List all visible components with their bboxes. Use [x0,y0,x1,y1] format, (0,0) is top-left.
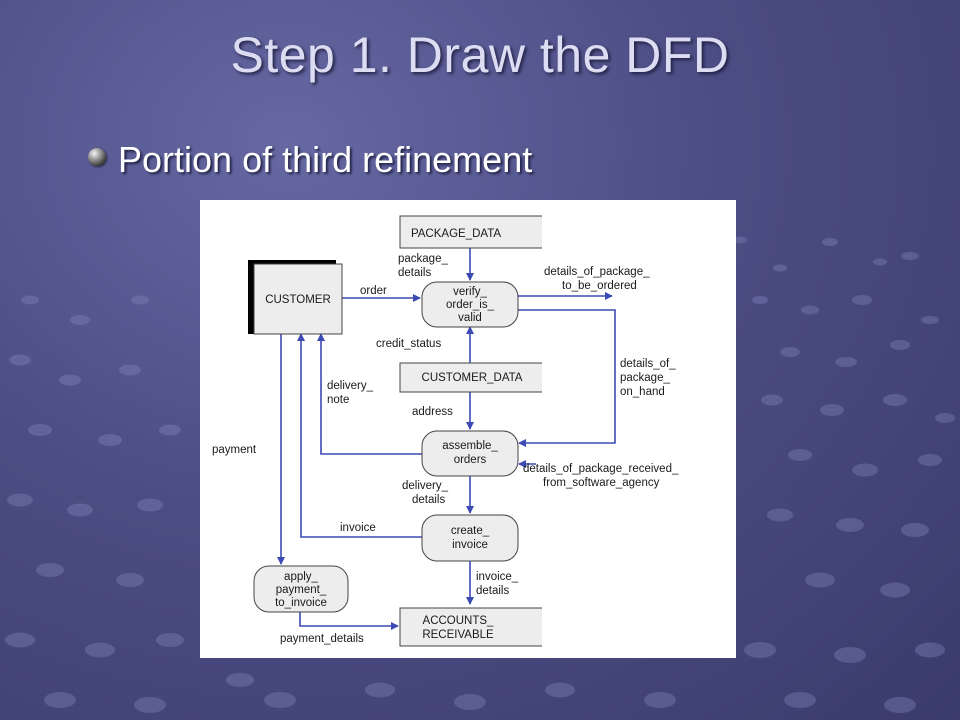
flow-payment-details [299,612,399,630]
bullet-text: Portion of third refinement [118,139,533,180]
bullet-orb-icon [88,148,106,166]
process-verify-label-2: order_is_ [446,299,495,311]
process-assemble-label-1: assemble_ [442,440,498,452]
dfd-diagram: CUSTOMER PACKAGE_DATA CUSTOMER_DATA ACCO… [212,215,679,647]
process-apply-payment: apply_ payment_ to_invoice [253,565,349,613]
bullet-item: Portion of third refinement [88,139,533,180]
label-details-received-2: from_software_agency [543,477,660,489]
process-create-invoice: create_ invoice [421,514,519,562]
process-apply-payment-label-3: to_invoice [275,597,327,609]
label-details-to-be-ordered-2: to_be_ordered [562,280,637,292]
store-customer-data-label: CUSTOMER_DATA [422,372,523,384]
label-delivery-details-2: details [412,494,445,506]
flow-details-on-hand [518,309,616,447]
label-payment: payment [212,444,257,456]
store-accounts-receivable-label-1: ACCOUNTS_ [423,615,495,627]
label-delivery-note-2: note [327,394,349,406]
flow-invoice [297,333,422,538]
label-details-on-hand-3: on_hand [620,386,665,398]
process-verify-label-3: valid [458,312,482,324]
slide-title: Step 1. Draw the DFD [230,27,730,83]
label-details-on-hand-2: package_ [620,372,670,384]
label-invoice: invoice [340,522,376,534]
store-accounts-receivable-label-2: RECEIVABLE [422,629,494,641]
label-details-received-1: details_of_package_received_ [523,463,679,475]
process-create-invoice-label-2: invoice [452,539,488,551]
label-details-on-hand-1: details_of_ [620,358,676,370]
store-customer-data: CUSTOMER_DATA [399,362,542,393]
label-invoice-details-2: details [476,585,509,597]
label-package-details-2: details [398,267,431,279]
label-delivery-details-1: delivery_ [402,480,449,492]
label-delivery-note-1: delivery_ [327,380,374,392]
process-apply-payment-label-1: apply_ [284,571,318,583]
store-package-data-label: PACKAGE_DATA [411,228,501,240]
label-credit-status: credit_status [376,338,441,350]
label-payment-details: payment_details [280,633,364,645]
entity-customer: CUSTOMER [248,260,343,335]
process-assemble-label-2: orders [454,454,487,466]
label-package-details-1: package_ [398,253,448,265]
process-apply-payment-label-2: payment_ [276,584,327,596]
store-package-data: PACKAGE_DATA [399,215,542,249]
entity-customer-label: CUSTOMER [265,294,331,306]
process-verify-order: verify_ order_is_ valid [421,281,519,328]
process-verify-label-1: verify_ [453,286,487,298]
label-invoice-details-1: invoice_ [476,571,519,583]
label-details-to-be-ordered-1: details_of_package_ [544,266,650,278]
label-order: order [360,285,387,297]
flow-delivery-note [317,333,422,455]
label-address: address [412,406,453,418]
process-assemble-orders: assemble_ orders [421,430,519,477]
process-create-invoice-label-1: create_ [451,525,490,537]
store-accounts-receivable: ACCOUNTS_ RECEIVABLE [399,607,542,647]
dfd-figure: CUSTOMER PACKAGE_DATA CUSTOMER_DATA ACCO… [200,200,736,658]
